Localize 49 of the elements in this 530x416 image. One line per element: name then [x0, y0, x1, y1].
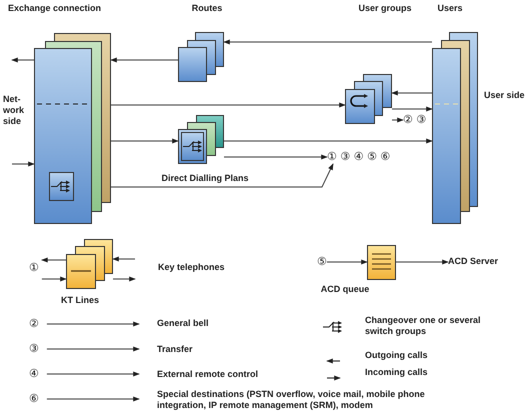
arrow	[41, 258, 66, 262]
arrow	[224, 138, 433, 144]
circled-number: ②	[29, 317, 39, 331]
arrow	[110, 58, 178, 62]
stack-label: Direct Dialling Plans	[160, 173, 250, 184]
stack-label: Users	[436, 3, 464, 14]
circled-number: ② ③	[403, 113, 426, 127]
arrow	[41, 276, 67, 282]
arrow	[326, 260, 368, 264]
circled-number: ⑥	[29, 392, 39, 406]
item-label: General bell	[157, 318, 209, 329]
arrow	[112, 276, 136, 282]
circled-number: ① ③ ④ ⑤ ⑥	[327, 150, 390, 164]
arrow	[392, 106, 433, 112]
arrow	[110, 163, 334, 188]
arrow	[46, 322, 140, 326]
arrow	[46, 346, 140, 352]
arrow	[396, 260, 449, 264]
stack-label: Exchange connection	[8, 3, 102, 14]
item-label: Transfer	[157, 344, 193, 355]
side-label: Net-work side	[3, 94, 26, 127]
item-label: User groups	[357, 3, 412, 14]
item-label: Key telephones	[158, 262, 225, 273]
stack-label: Routes	[190, 3, 224, 14]
stack-label: KT Lines	[60, 295, 100, 306]
legend-text: Outgoing calls	[365, 350, 429, 361]
arrow	[392, 118, 404, 122]
arrow	[391, 90, 432, 96]
circled-number: ③	[29, 342, 39, 356]
arrow	[223, 40, 432, 44]
circled-number: ①	[29, 261, 39, 275]
arrow	[46, 372, 140, 376]
item-label: Special destinations (PSTN overflow, voice mail, mobile phone integration, IP remote management (SRM), modem	[157, 389, 472, 411]
legend-text: Changeover one or several switch groups	[365, 315, 482, 337]
legend-text: Incoming calls	[365, 367, 429, 378]
arrow	[12, 162, 35, 166]
circled-number: ④	[29, 367, 39, 381]
arrow	[112, 256, 136, 262]
arrow	[110, 102, 346, 108]
arrow	[110, 138, 179, 144]
stack-label: ACD queue	[320, 284, 370, 295]
arrow	[224, 154, 328, 160]
card-stack	[345, 74, 392, 124]
side-label: User side	[484, 90, 526, 101]
item-label: ACD Server	[448, 256, 498, 267]
arrow	[11, 58, 34, 62]
arrow	[46, 396, 140, 402]
circled-number: ⑤	[317, 255, 327, 269]
item-label: External remote control	[157, 369, 258, 380]
